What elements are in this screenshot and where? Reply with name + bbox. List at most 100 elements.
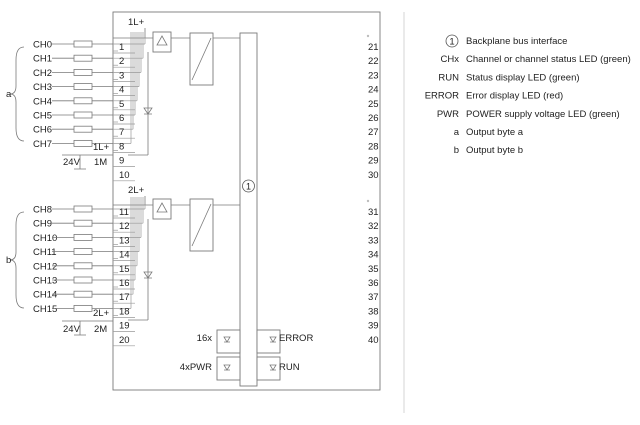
group-b-voltage: 24V bbox=[63, 324, 81, 335]
channel-resistor bbox=[73, 111, 93, 119]
pin-number-left: 14 bbox=[119, 250, 130, 261]
group-b-amplifier bbox=[152, 198, 172, 220]
pin-number-right: 34 bbox=[368, 250, 379, 261]
channel-row: CH1 bbox=[33, 32, 144, 66]
legend-key: CHx bbox=[441, 54, 460, 65]
channel-row: CH5 bbox=[33, 32, 136, 123]
group-a-voltage: 24V bbox=[63, 157, 81, 168]
legend-key: ERROR bbox=[425, 91, 459, 102]
channel-row: CH8 bbox=[33, 197, 146, 217]
channel-resistor bbox=[73, 40, 93, 48]
channel-resistor bbox=[73, 233, 93, 241]
channel-row: CH10 bbox=[33, 197, 142, 245]
channel-resistor bbox=[73, 276, 93, 284]
channel-row: CH15 bbox=[33, 197, 132, 316]
channel-label: CH7 bbox=[33, 139, 52, 150]
pin-number-left: 1 bbox=[119, 42, 124, 53]
pin-number-right: 36 bbox=[368, 278, 379, 289]
bus-marker-circle bbox=[242, 179, 255, 193]
pin-number-left: 17 bbox=[119, 292, 130, 303]
pin-number-left: 4 bbox=[119, 85, 124, 96]
led-run-box bbox=[256, 356, 281, 381]
channel-label: CH10 bbox=[33, 233, 57, 244]
pin-number-left: 12 bbox=[119, 221, 130, 232]
group-b-supply-pin-label: 2L+ bbox=[93, 308, 110, 319]
pin-number-left: 16 bbox=[119, 278, 130, 289]
pin-number-left: 8 bbox=[119, 141, 124, 152]
channel-row: CH2 bbox=[33, 32, 142, 80]
group-a-amplifier bbox=[152, 31, 172, 53]
group-b-supply-top: 2L+ bbox=[128, 185, 145, 196]
group-b-brace-label: b bbox=[6, 255, 11, 266]
channel-resistor bbox=[73, 262, 93, 270]
backplane-bus-bar bbox=[239, 32, 258, 387]
pin-number-right: 32 bbox=[368, 221, 379, 232]
pin-number-right: 24 bbox=[368, 85, 379, 96]
pin-number-right: 38 bbox=[368, 306, 379, 317]
channel-label: CH11 bbox=[33, 247, 57, 258]
led-error-label: ERROR bbox=[279, 333, 313, 344]
channel-resistor bbox=[73, 139, 93, 147]
group-a-brace-label: a bbox=[6, 89, 12, 100]
channel-label: CH14 bbox=[33, 290, 57, 301]
pin-number-right: 29 bbox=[368, 156, 379, 167]
channel-row: CH0 bbox=[33, 32, 146, 52]
channel-resistor bbox=[73, 290, 93, 298]
pin-number-right: 40 bbox=[368, 335, 379, 346]
pin-number-left: 20 bbox=[119, 335, 130, 346]
led-symbols bbox=[223, 336, 277, 371]
channel-label: CH9 bbox=[33, 219, 52, 230]
group-a-ground: 1M bbox=[94, 157, 107, 168]
channel-resistor bbox=[73, 219, 93, 227]
channel-label: CH15 bbox=[33, 304, 57, 315]
legend-key: a bbox=[454, 127, 460, 138]
legend-key: 1 bbox=[449, 37, 454, 48]
group-a-supply-top: 1L+ bbox=[128, 17, 145, 28]
channel-label: CH8 bbox=[33, 205, 52, 216]
channel-resistor bbox=[73, 97, 93, 105]
pin-number-left: 11 bbox=[119, 207, 129, 218]
legend-key: PWR bbox=[437, 109, 459, 120]
terminal-dot bbox=[366, 199, 370, 203]
pin-number-left: 5 bbox=[119, 99, 124, 110]
group-a-amplifier-symbol bbox=[156, 35, 168, 46]
led-power-count: 4xPWR bbox=[180, 362, 212, 373]
pin-number-left: 9 bbox=[119, 156, 124, 167]
pin-number-right: 37 bbox=[368, 292, 379, 303]
channel-row: CH7 bbox=[33, 32, 132, 151]
group-a-diode bbox=[143, 107, 153, 115]
legend-description: Backplane bus interface bbox=[466, 36, 567, 47]
channel-label: CH3 bbox=[33, 82, 52, 93]
channel-label: CH6 bbox=[33, 125, 52, 136]
legend-key: RUN bbox=[438, 72, 459, 83]
led-error-box bbox=[256, 329, 281, 354]
legend-description: Output byte a bbox=[466, 127, 524, 138]
legend-key: b bbox=[454, 145, 459, 156]
pin-number-right: 28 bbox=[368, 141, 379, 152]
channel-resistor bbox=[73, 304, 93, 312]
group-b-diode bbox=[143, 271, 153, 279]
pin-number-right: 35 bbox=[368, 264, 379, 275]
group-b-brace bbox=[9, 211, 25, 309]
pin-number-left: 3 bbox=[119, 70, 124, 81]
led-run-label: RUN bbox=[279, 362, 300, 373]
terminal-dot bbox=[366, 34, 370, 38]
pin-number-left: 18 bbox=[119, 306, 130, 317]
pin-number-right: 31 bbox=[368, 207, 379, 218]
channel-resistor bbox=[73, 69, 93, 76]
pin-number-right: 27 bbox=[368, 127, 379, 138]
led-power-box bbox=[216, 356, 241, 381]
group-a-supply-lines bbox=[62, 154, 113, 170]
pin-number-right: 22 bbox=[368, 56, 379, 67]
group-a-brace bbox=[9, 46, 25, 142]
legend-description: POWER supply voltage LED (green) bbox=[466, 109, 620, 120]
channel-row: CH9 bbox=[33, 197, 144, 231]
channel-resistor bbox=[73, 125, 93, 133]
